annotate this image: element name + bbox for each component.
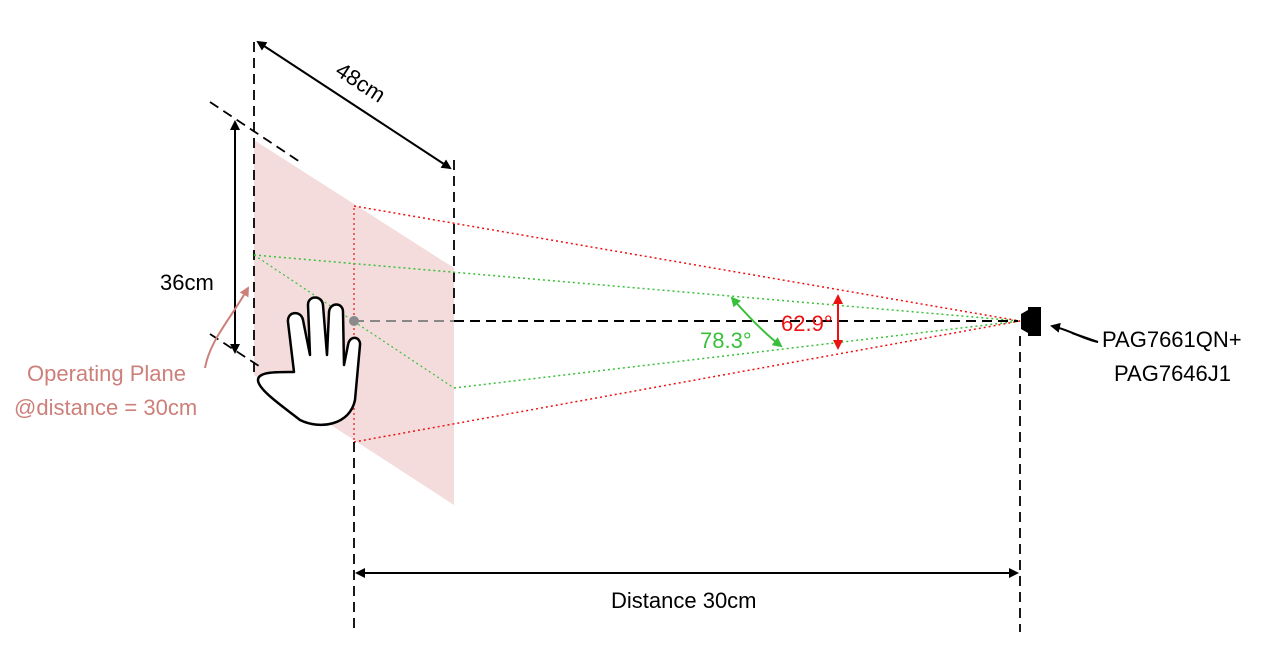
height-label: 36cm	[160, 270, 214, 295]
height-top-ext	[209, 101, 301, 163]
hand-icon	[256, 296, 362, 427]
sensor-label-1: PAG7661QN+	[1102, 327, 1242, 352]
h-angle-arc	[730, 296, 783, 348]
v-angle-label: 62.9°	[781, 311, 833, 336]
width-dimension-arrow	[256, 40, 452, 170]
operating-plane-label-2: @distance = 30cm	[14, 395, 197, 420]
distance-label: Distance 30cm	[611, 588, 757, 613]
green-fov-top	[253, 254, 1021, 322]
operating-plane-label-1: Operating Plane	[27, 361, 186, 386]
plane-center-dot	[349, 316, 359, 326]
sensor-icon	[1021, 307, 1041, 336]
operating-plane-pointer	[204, 286, 249, 369]
sensor-label-2: PAG7646J1	[1114, 361, 1231, 386]
sensor-pointer	[1050, 322, 1099, 343]
width-label: 48cm	[331, 57, 390, 107]
h-angle-label: 78.3°	[700, 328, 752, 353]
height-bottom-ext	[209, 333, 263, 369]
